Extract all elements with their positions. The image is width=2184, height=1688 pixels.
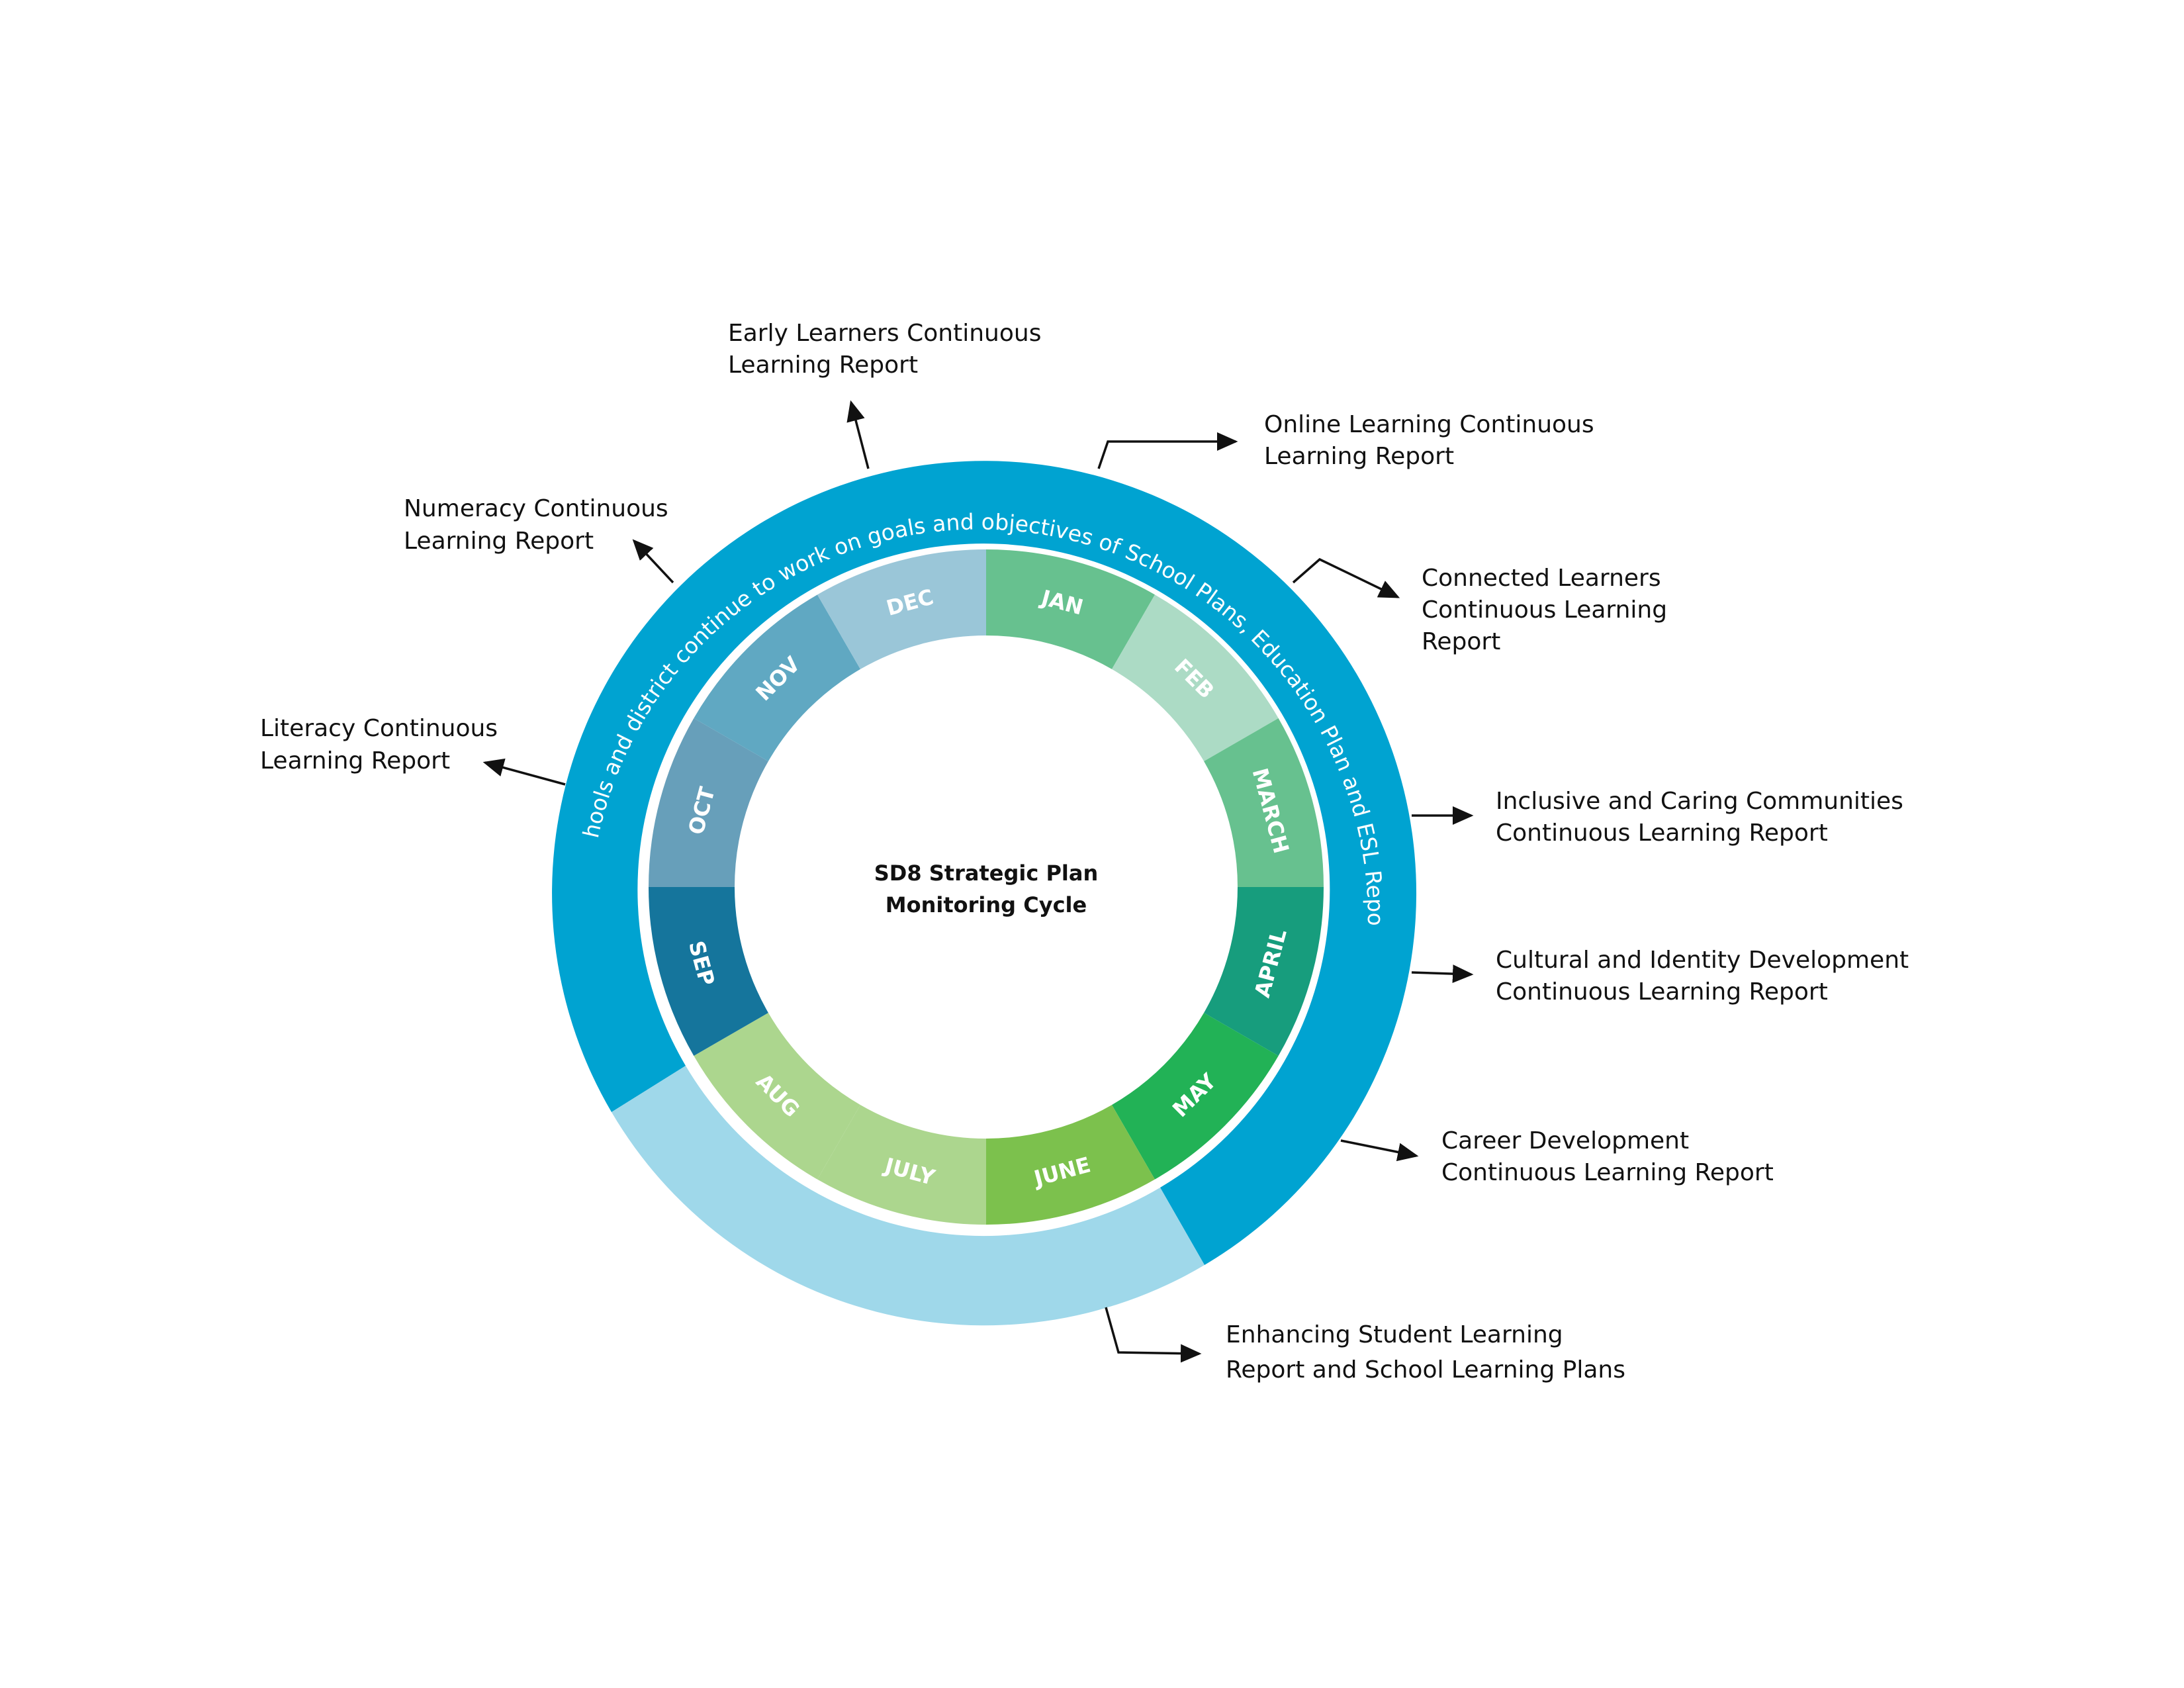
- month-segment-jan: [986, 549, 1155, 669]
- callout-enhancing-student: Enhancing Student Learning Report and Sc…: [1226, 1321, 1625, 1383]
- leader-career-development: [1340, 1139, 1419, 1162]
- month-segment-sep: [649, 887, 768, 1056]
- outer-ring-summer-band: [612, 1066, 1205, 1326]
- callout-early-learners: Early Learners Continuous Learning Repor…: [728, 320, 1049, 379]
- leader-connected-learners: [1292, 557, 1400, 598]
- callout-inclusive-caring: Inclusive and Caring Communities Continu…: [1496, 788, 1911, 847]
- center-title: SD8 Strategic Plan Monitoring Cycle: [874, 861, 1099, 917]
- callout-literacy: Literacy Continuous Learning Report: [260, 715, 506, 774]
- callout-leader-lines: [482, 400, 1474, 1363]
- leader-online-learning: [1097, 432, 1238, 469]
- month-segment-oct: [649, 718, 768, 887]
- callout-career-development: Career Development Continuous Learning R…: [1441, 1127, 1774, 1186]
- leader-enhancing-student: [1105, 1307, 1202, 1363]
- month-labels: JANFEBMARCHAPRILMAYJUNEJULYAUGSEPOCTNOVD…: [683, 585, 1294, 1192]
- leader-numeracy: [632, 539, 674, 584]
- leader-cultural-identity: [1411, 964, 1474, 984]
- month-segment-may: [1112, 1013, 1279, 1180]
- callout-online-learning: Online Learning Continuous Learning Repo…: [1264, 411, 1602, 470]
- center-title-line2: Monitoring Cycle: [886, 892, 1087, 917]
- month-segment-april: [1204, 887, 1324, 1056]
- month-ring: [649, 549, 1324, 1225]
- month-segment-nov: [694, 594, 860, 761]
- center-title-line1: SD8 Strategic Plan: [874, 861, 1099, 886]
- callout-numeracy: Numeracy Continuous Learning Report: [404, 495, 676, 555]
- month-segment-july: [817, 1105, 986, 1225]
- callout-cultural-identity: Cultural and Identity Development Contin…: [1496, 947, 1917, 1006]
- leader-early-learners: [846, 400, 870, 469]
- callout-labels: Early Learners Continuous Learning Repor…: [260, 320, 1917, 1383]
- month-segment-feb: [1112, 594, 1279, 761]
- month-segment-june: [986, 1105, 1155, 1225]
- leader-literacy: [482, 758, 566, 786]
- callout-connected-learners: Connected Learners Continuous Learning R…: [1422, 565, 1675, 655]
- month-segment-dec: [817, 549, 986, 669]
- month-segment-march: [1204, 718, 1324, 887]
- month-segment-aug: [694, 1013, 860, 1180]
